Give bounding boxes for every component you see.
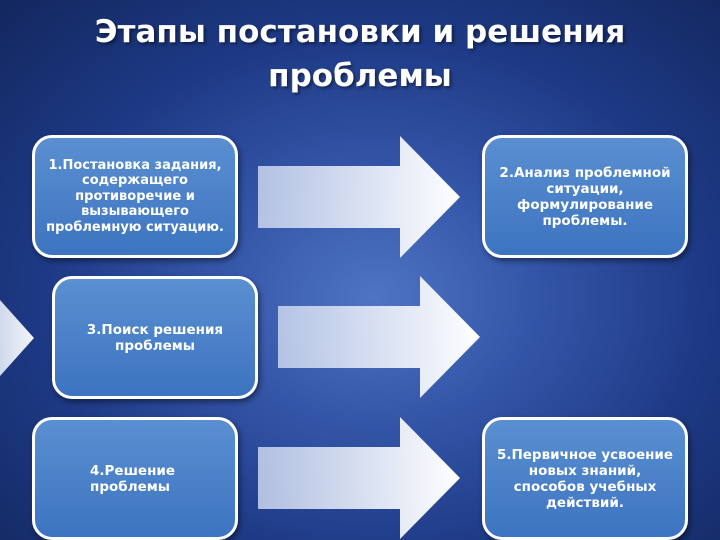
stage-box-4: 4.Решение проблемы: [32, 417, 238, 540]
stage-box-2-text: 2.Анализ проблемной ситуации, формулиров…: [499, 164, 671, 229]
arrow-stage1-to-stage2-icon: [258, 136, 460, 258]
stage-box-5-text: 5.Первичное усвоение новых знаний, спосо…: [496, 446, 674, 511]
arrow-stage4-to-stage5-icon: [258, 417, 460, 539]
stage-box-1-text: 1.Постановка задания, содержащего против…: [46, 157, 224, 235]
stage-box-4-text: 4.Решение проблемы: [90, 462, 176, 495]
slide-title-line-2: проблемы: [268, 58, 452, 94]
stage-box-1: 1.Постановка задания, содержащего против…: [32, 135, 238, 258]
stage-box-3-text: 3.Поиск решения проблемы: [86, 321, 224, 354]
left-edge-arrow-icon: [0, 300, 34, 376]
slide-title: Этапы постановки и решения проблемы: [0, 10, 720, 98]
arrow-stage3-next-icon: [278, 276, 480, 398]
stage-box-2: 2.Анализ проблемной ситуации, формулиров…: [482, 135, 688, 258]
stage-box-3: 3.Поиск решения проблемы: [52, 276, 258, 399]
stage-box-5: 5.Первичное усвоение новых знаний, спосо…: [482, 417, 688, 540]
slide-title-line-1: Этапы постановки и решения: [94, 14, 626, 50]
